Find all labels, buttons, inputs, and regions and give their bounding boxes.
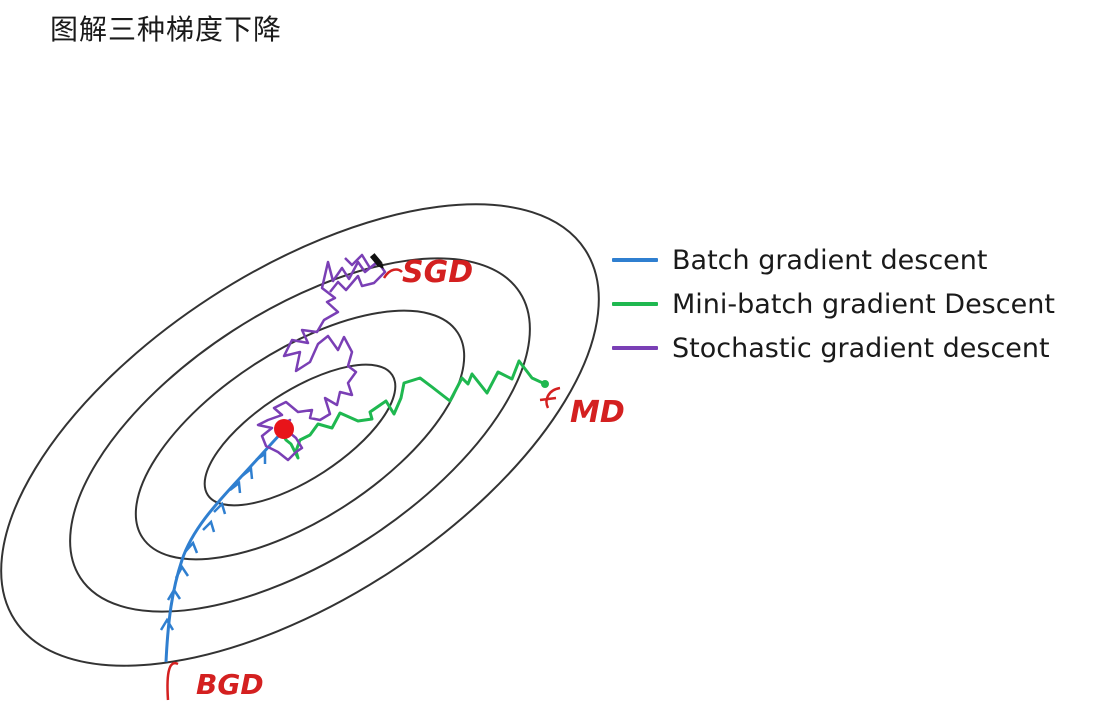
batch-gd-path	[159, 428, 286, 663]
batch-gd-arrows	[159, 451, 267, 631]
pen-cursor-icon	[369, 253, 384, 269]
legend-swatch-minibatch	[612, 302, 658, 306]
minibatch-start-dot	[541, 380, 549, 388]
legend-item-stochastic: Stochastic gradient descent	[612, 326, 1055, 370]
mbgd-annotation-bracket	[539, 386, 561, 409]
bgd-arrow	[213, 501, 227, 515]
bgd-arrow	[166, 587, 182, 601]
minibatch-gd-line	[281, 359, 546, 460]
legend-item-minibatch: Mini-batch gradient Descent	[612, 282, 1055, 326]
legend-label-stochastic: Stochastic gradient descent	[672, 332, 1050, 364]
contour-ring-outer	[0, 203, 600, 667]
bgd-arrow	[174, 564, 190, 579]
legend-item-batch: Batch gradient descent	[612, 238, 1055, 282]
legend-label-batch: Batch gradient descent	[672, 244, 988, 276]
contour-lines	[0, 203, 600, 667]
legend-swatch-batch	[612, 258, 658, 262]
bgd-arrow	[184, 540, 199, 554]
contour-ring-inner	[203, 363, 397, 507]
bgd-arrow	[241, 466, 254, 480]
bgd-arrow	[202, 519, 216, 533]
legend-swatch-stochastic	[612, 346, 658, 350]
batch-gd-line	[164, 428, 286, 663]
stochastic-gd-path	[256, 253, 387, 462]
contour-ring-2	[134, 309, 466, 561]
bgd-annotation-bracket	[166, 661, 179, 701]
legend-label-minibatch: Mini-batch gradient Descent	[672, 288, 1055, 320]
minibatch-gd-path	[281, 359, 549, 460]
stochastic-gd-line	[256, 260, 377, 462]
stochastic-gd-loop	[329, 253, 387, 293]
bgd-arrow	[255, 451, 267, 464]
bgd-annotation-label: BGD	[196, 668, 264, 701]
annotation-marks	[166, 268, 561, 701]
page-title: 图解三种梯度下降	[50, 13, 283, 46]
bgd-arrow	[229, 480, 242, 494]
minimum-point	[274, 419, 294, 439]
legend: Batch gradient descent Mini-batch gradie…	[612, 238, 1055, 370]
bgd-arrow	[159, 617, 175, 631]
mbgd-annotation-label: MD	[570, 395, 625, 430]
sgd-annotation-label: SGD	[402, 255, 473, 290]
sgd-annotation-bracket	[382, 268, 403, 279]
contour-ring-3	[69, 257, 531, 613]
